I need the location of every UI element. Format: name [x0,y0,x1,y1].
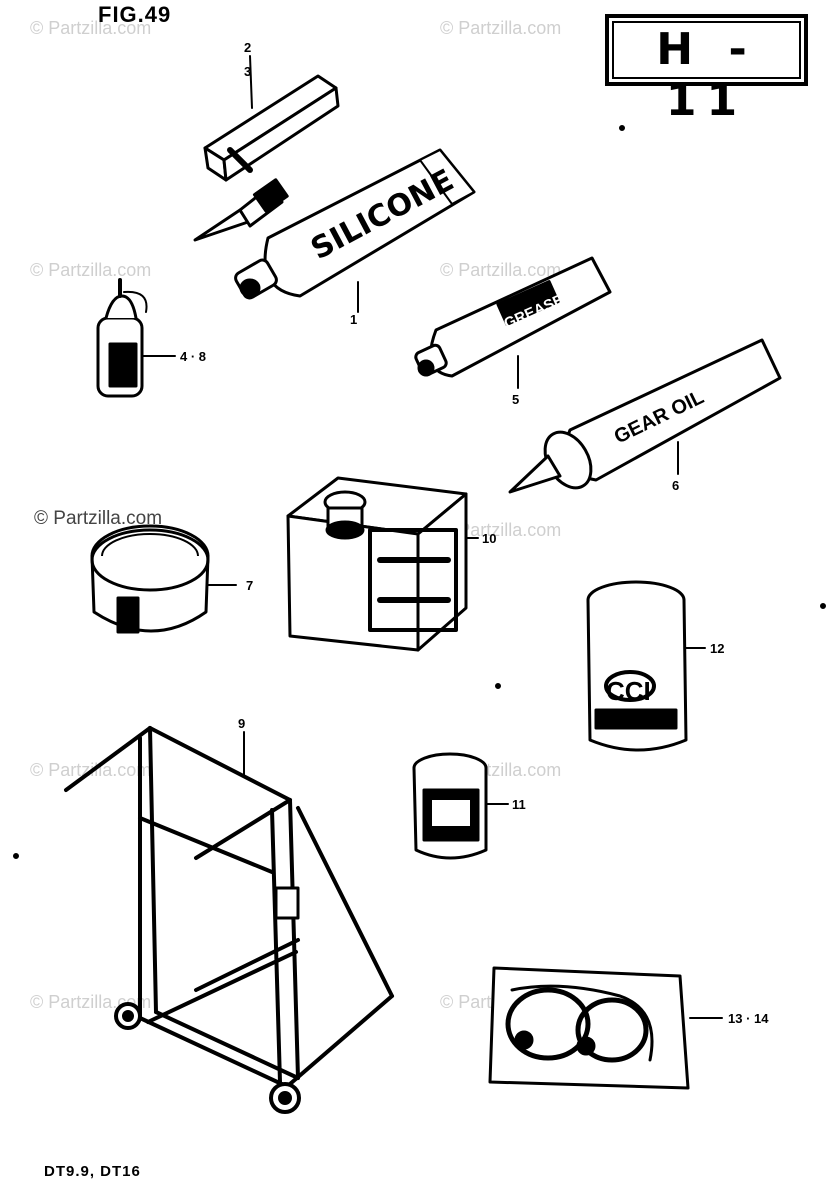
section-code: H - 11 [656,24,757,126]
callout-2: 2 [244,40,252,55]
part-6-gear-oil-tube: GEAR OIL [508,338,782,494]
callout-12: 12 [710,641,725,656]
section-box: H - 11 [605,14,808,126]
part-1-silicone-tube: SILICONE [234,148,476,313]
callout-13-14: 13 · 14 [728,1011,769,1026]
watermark: © Partzilla.com [30,18,152,38]
part-9-engine-stand [64,726,394,1114]
ccl-label: CCI [606,676,651,706]
callout-11: 11 [512,797,526,812]
model-footer: DT9.9, DT16 [44,1163,141,1180]
part-7-tin [90,524,237,634]
callout-5: 5 [512,392,520,407]
part-11-jar [412,752,509,860]
section-box-inner [612,21,801,79]
watermark: © Partzilla.com [34,508,163,529]
part-3-applicator [193,178,289,242]
watermark: © Partzilla.com [440,520,562,540]
part-2-bond-stick [203,55,340,182]
watermark: © Partzilla.com [440,260,562,280]
watermark: © Partzilla.com [30,260,152,280]
callout-1: 1 [350,312,358,327]
callout-6: 6 [672,478,680,493]
callout-9: 9 [238,716,246,731]
callout-10: 10 [482,531,497,546]
part-5-grease-tube: GREASE [414,256,612,389]
part-13-14-parts-bag [488,966,723,1090]
part-4-8-oil-bottle [96,278,176,398]
watermark: © Partzilla.com [440,18,562,38]
part-12-cci-can: CCI [586,580,706,752]
part-10-oil-can [286,476,479,652]
figure-title: FIG.49 [98,2,172,27]
callout-7: 7 [246,578,254,593]
callout-3: 3 [244,64,252,79]
callout-4-8: 4 · 8 [180,349,207,364]
